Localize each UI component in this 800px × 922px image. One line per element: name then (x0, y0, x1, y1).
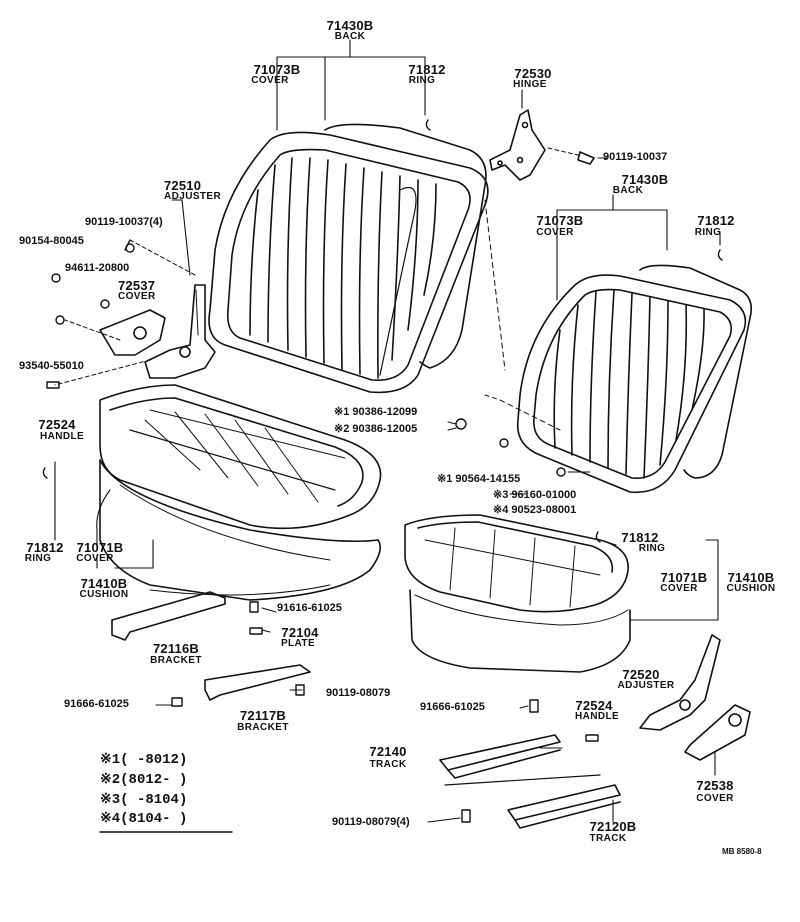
legend-range-1: ( -8012) (120, 752, 188, 768)
tracks-illustration (439, 734, 621, 829)
bracket-72116-number: 72116B (152, 641, 200, 656)
back-right-name: BACK (612, 185, 644, 196)
ring-left-number: 71812 (26, 540, 64, 555)
adjuster-left-name: ADJUSTER (164, 191, 222, 202)
bracket-72117-number: 72117B (239, 708, 287, 723)
handle-right-number: 72524 (575, 698, 613, 713)
legend-row-2: ※2(8012- ) (100, 773, 187, 787)
bolt-adjuster-number: 90119-10037(4) (85, 216, 163, 228)
legend-mark-2: ※2 (100, 772, 121, 788)
fasteners-illustration (42, 119, 723, 823)
ring-mid-name: RING (638, 543, 666, 554)
ring-right (717, 249, 723, 261)
ring-left-name: RING (24, 553, 52, 564)
leader-lines (54, 39, 721, 823)
cushion-left-illustration (99, 384, 382, 601)
handle-left-name: HANDLE (39, 431, 85, 442)
legend-mark-3: ※3 (100, 792, 121, 808)
cover-right-name: COVER (536, 227, 574, 238)
cushion-left-name: CUSHION (79, 589, 129, 600)
screw-94611-number: 94611-20800 (65, 262, 130, 274)
seatback-right-illustration (484, 199, 753, 494)
hinge-number: 72530 (514, 66, 552, 81)
bolt-91666-left-number: 91666-61025 (64, 698, 129, 710)
legend-row-4: ※4(8104- ) (100, 812, 187, 826)
legend-range-4: (8104- ) (120, 811, 188, 827)
adjuster-right-number: 72520 (622, 667, 660, 682)
cover-72537-name: COVER (118, 291, 156, 302)
cushion-left-number: 71410B (80, 576, 128, 591)
cushion-right-name: CUSHION (726, 583, 776, 594)
cover-72538-number: 72538 (696, 778, 734, 793)
bolt-91616-number: 91616-61025 (277, 602, 342, 614)
track-72140-number: 72140 (369, 744, 407, 759)
legend-row-3: ※3( -8104) (100, 793, 187, 807)
ring-left (42, 467, 48, 479)
handle-left-number: 72524 (38, 417, 76, 432)
plate-72104-name: PLATE (280, 638, 316, 649)
cover-72538-name: COVER (696, 793, 734, 804)
nut-90154-number: 90154-80045 (19, 235, 84, 247)
legend-mark-4: ※4 (100, 811, 121, 827)
hinge-name: HINGE (513, 79, 547, 90)
cover-cushion-right-name: COVER (660, 583, 698, 594)
bracket-72117-name: BRACKET (237, 722, 289, 733)
cushion-right-number: 71410B (727, 570, 775, 585)
adjuster-left-illustration (54, 239, 216, 386)
back-top-name: BACK (334, 31, 366, 42)
nut-1-90564-number: ※1 90564-14155 (437, 473, 521, 485)
hinge-illustration (489, 109, 595, 181)
cover-top-number: 71073B (253, 62, 301, 77)
legend-row-1: ※1( -8012) (100, 753, 187, 767)
bolt-2-90386-number: ※2 90386-12005 (334, 423, 418, 435)
seatback-top-illustration (208, 123, 489, 394)
cover-top-name: COVER (251, 75, 289, 86)
adjuster-right-name: ADJUSTER (617, 680, 675, 691)
cover-cushion-right-number: 71071B (660, 570, 708, 585)
drawing-code: MB 8580-8 (722, 847, 762, 856)
bolt-1-90386-number: ※1 90386-12099 (334, 406, 418, 418)
ring-top-number: 71812 (408, 62, 446, 77)
ring-right-name: RING (694, 227, 722, 238)
track-72120-number: 72120B (589, 819, 637, 834)
nut-3-96160-number: ※3 96160-01000 (493, 489, 577, 501)
ring-top-name: RING (408, 75, 436, 86)
ring-right-number: 71812 (697, 213, 735, 228)
ring-mid (595, 531, 601, 543)
back-top-number: 71430B (326, 18, 374, 33)
legend-mark-1: ※1 (100, 752, 121, 768)
handle-right-name: HANDLE (574, 711, 620, 722)
pin-93540-number: 93540-55010 (19, 360, 84, 372)
track-72120-name: TRACK (589, 833, 627, 844)
nut-4-90523-number: ※4 90523-08001 (493, 504, 577, 516)
bracket-72116-name: BRACKET (150, 655, 202, 666)
legend-range-2: (8012- ) (120, 772, 188, 788)
track-72140-name: TRACK (369, 759, 407, 770)
adjuster-right-illustration (639, 634, 751, 761)
adjuster-left-number: 72510 (164, 178, 202, 193)
cover-cushion-left-name: COVER (76, 553, 114, 564)
ring-top (425, 119, 431, 131)
legend-range-3: ( -8104) (120, 792, 188, 808)
cover-72537-number: 72537 (118, 278, 156, 293)
brackets-illustration (111, 591, 311, 701)
back-right-number: 71430B (621, 172, 669, 187)
ring-mid-number: 71812 (621, 530, 659, 545)
cover-cushion-left-number: 71071B (76, 540, 124, 555)
bolt-hinge-number: 90119-10037 (603, 151, 668, 163)
cover-right-number: 71073B (536, 213, 584, 228)
plate-72104-number: 72104 (281, 625, 319, 640)
cushion-right-illustration (404, 514, 631, 673)
bolt-90119-08079-number: 90119-08079 (326, 687, 391, 699)
bolt-90119-4-number: 90119-08079(4) (332, 816, 410, 828)
bolt-91666-right-number: 91666-61025 (420, 701, 485, 713)
